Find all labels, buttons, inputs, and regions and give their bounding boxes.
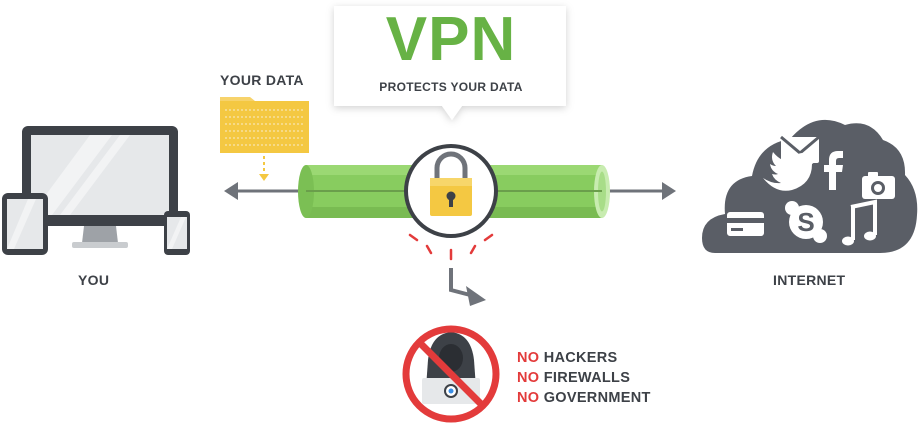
camera-icon <box>862 172 895 199</box>
right-arrow <box>605 182 676 200</box>
prohibited-icon <box>402 325 500 423</box>
deflect-arrow <box>449 268 486 306</box>
svg-text:S: S <box>797 207 814 237</box>
internet-label: INTERNET <box>773 272 846 288</box>
phone-icon <box>164 211 190 255</box>
padlock-icon <box>404 144 498 238</box>
laptop-icon <box>22 126 178 248</box>
facebook-icon <box>824 151 843 190</box>
left-arrow <box>224 182 305 200</box>
blocked-list: NO HACKERS NO FIREWALLS NO GOVERNMENT <box>517 348 651 408</box>
tablet-icon <box>2 193 48 255</box>
vpn-title: VPN <box>385 5 517 74</box>
blocked-item-government: NO GOVERNMENT <box>517 388 651 408</box>
no-prefix: NO <box>517 390 540 406</box>
you-label: YOU <box>78 272 110 288</box>
blocked-item-label: FIREWALLS <box>543 370 631 386</box>
no-prefix: NO <box>517 370 540 386</box>
twitter-icon <box>763 152 817 191</box>
no-prefix: NO <box>517 350 540 366</box>
credit-card-icon <box>727 212 764 236</box>
your-data-label: YOUR DATA <box>220 72 304 88</box>
vpn-callout <box>334 6 566 120</box>
blocked-item-label: HACKERS <box>543 350 618 366</box>
folder-icon <box>220 97 309 181</box>
blocked-item-firewalls: NO FIREWALLS <box>517 368 651 388</box>
vpn-subtitle: PROTECTS YOUR DATA <box>379 80 523 94</box>
skype-icon: S <box>785 201 827 243</box>
blocked-item-hackers: NO HACKERS <box>517 348 651 368</box>
alarm-ticks <box>408 233 494 261</box>
blocked-item-label: GOVERNMENT <box>543 390 651 406</box>
music-icon <box>842 199 877 246</box>
